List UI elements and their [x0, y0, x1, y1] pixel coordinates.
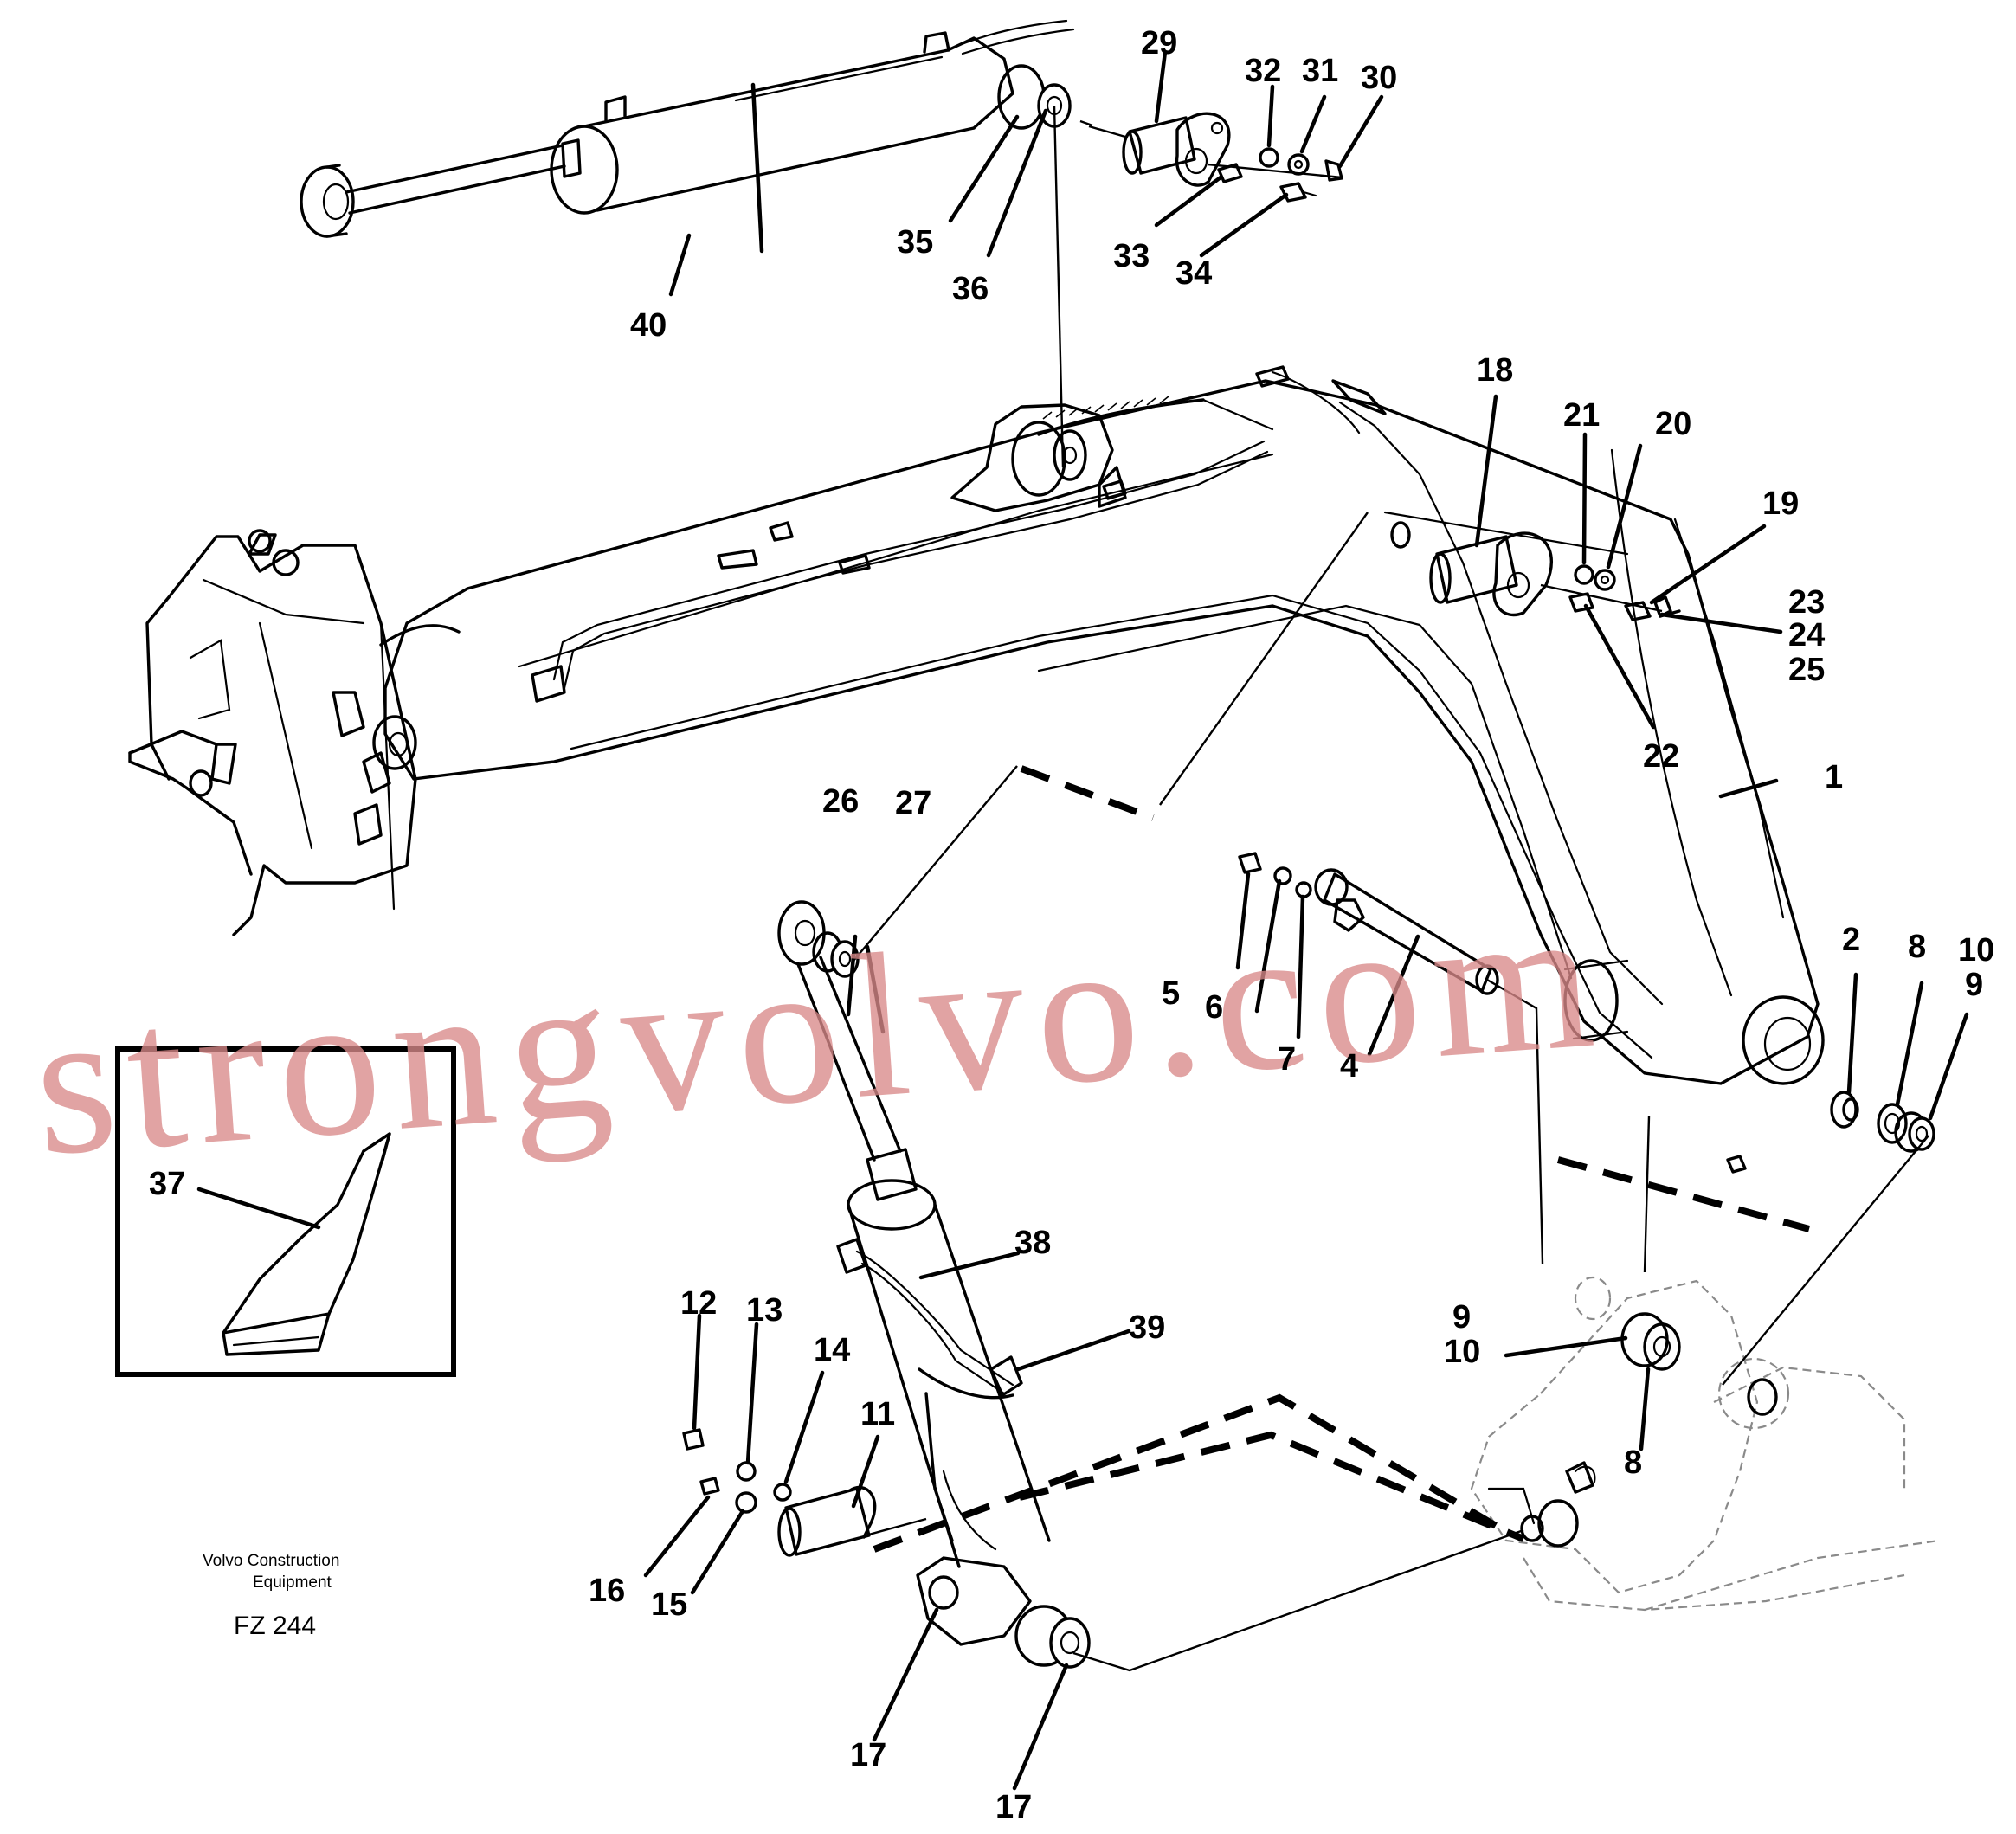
callout-38: 39 — [1129, 1310, 1165, 1346]
caption-block: Volvo Construction Equipment FZ 244 — [203, 1552, 339, 1640]
upper-pin-group — [1122, 112, 1343, 203]
callout-13: 13 — [746, 1292, 783, 1329]
callout-14: 14 — [814, 1332, 850, 1368]
boom-foot-pin-group — [1238, 852, 1499, 995]
callout-36: 37 — [149, 1166, 185, 1202]
arm-pin-group — [682, 1428, 877, 1557]
callout-37: 38 — [1014, 1225, 1051, 1261]
boom-cylinder-bracket — [950, 403, 1127, 512]
callout-10-upper: 10 — [1958, 932, 1994, 968]
callout-16: 16 — [589, 1573, 625, 1609]
callout-6: 6 — [1205, 989, 1223, 1026]
callout-33: 34 — [1175, 255, 1212, 292]
callout-30: 31 — [1302, 53, 1338, 89]
callout-5: 5 — [1162, 975, 1180, 1012]
callout-2: 2 — [1842, 922, 1860, 958]
callout-17-left: 17 — [850, 1737, 886, 1773]
caption-line-1: Volvo Construction — [203, 1552, 339, 1570]
callout-27: 27 — [895, 785, 931, 821]
leader-lines — [196, 49, 1969, 1791]
upper-frame — [128, 529, 417, 936]
callout-23: 23 — [1788, 584, 1825, 621]
callout-22: 22 — [1643, 738, 1679, 775]
callout-21: 21 — [1563, 397, 1600, 434]
callout-9-lower: 9 — [1452, 1299, 1471, 1335]
boom-end-bushings — [1726, 1091, 1935, 1174]
callout-28: 29 — [1141, 25, 1177, 61]
callout-25: 25 — [1788, 652, 1825, 688]
boom-hydraulic-lines — [531, 396, 1274, 703]
boom-cylinder-assembly — [300, 19, 1075, 238]
callout-1: 1 — [1825, 759, 1843, 795]
callout-31: 32 — [1245, 53, 1281, 89]
callout-12: 12 — [680, 1285, 717, 1322]
callout-11: 11 — [860, 1396, 895, 1432]
callout-39: 40 — [630, 307, 667, 344]
callout-7: 7 — [1278, 1041, 1296, 1078]
callout-17-bottom: 17 — [995, 1789, 1032, 1825]
callout-18: 18 — [1477, 352, 1513, 389]
callout-26: 26 — [822, 783, 859, 820]
callout-24: 24 — [1788, 617, 1825, 653]
middle-pin-group — [1383, 511, 1681, 621]
caption-line-2: Equipment — [253, 1573, 332, 1592]
callout-20: 20 — [1655, 406, 1691, 442]
dashed-routing-lines — [873, 765, 1811, 1553]
inset-sealant-tube — [115, 1046, 456, 1377]
arm-structure-ghost — [1470, 1276, 1940, 1612]
callout-35: 36 — [952, 271, 989, 307]
callout-19: 19 — [1762, 486, 1799, 522]
figure-code: FZ 244 — [234, 1612, 316, 1640]
callout-15: 15 — [651, 1586, 687, 1623]
callout-8-lower: 8 — [1624, 1445, 1642, 1481]
callout-8-upper: 8 — [1908, 929, 1926, 965]
callout-10-lower: 10 — [1444, 1334, 1480, 1370]
callout-9-upper: 9 — [1965, 967, 1983, 1003]
callout-32: 33 — [1113, 238, 1150, 274]
callout-29: 30 — [1361, 60, 1397, 96]
callout-4: 4 — [1340, 1048, 1358, 1084]
assembly-guide-lines — [853, 105, 1929, 1672]
callout-34: 35 — [897, 224, 933, 261]
callout-labels: 40 35 36 29 32 31 30 33 34 18 21 20 19 2… — [149, 25, 1994, 1825]
